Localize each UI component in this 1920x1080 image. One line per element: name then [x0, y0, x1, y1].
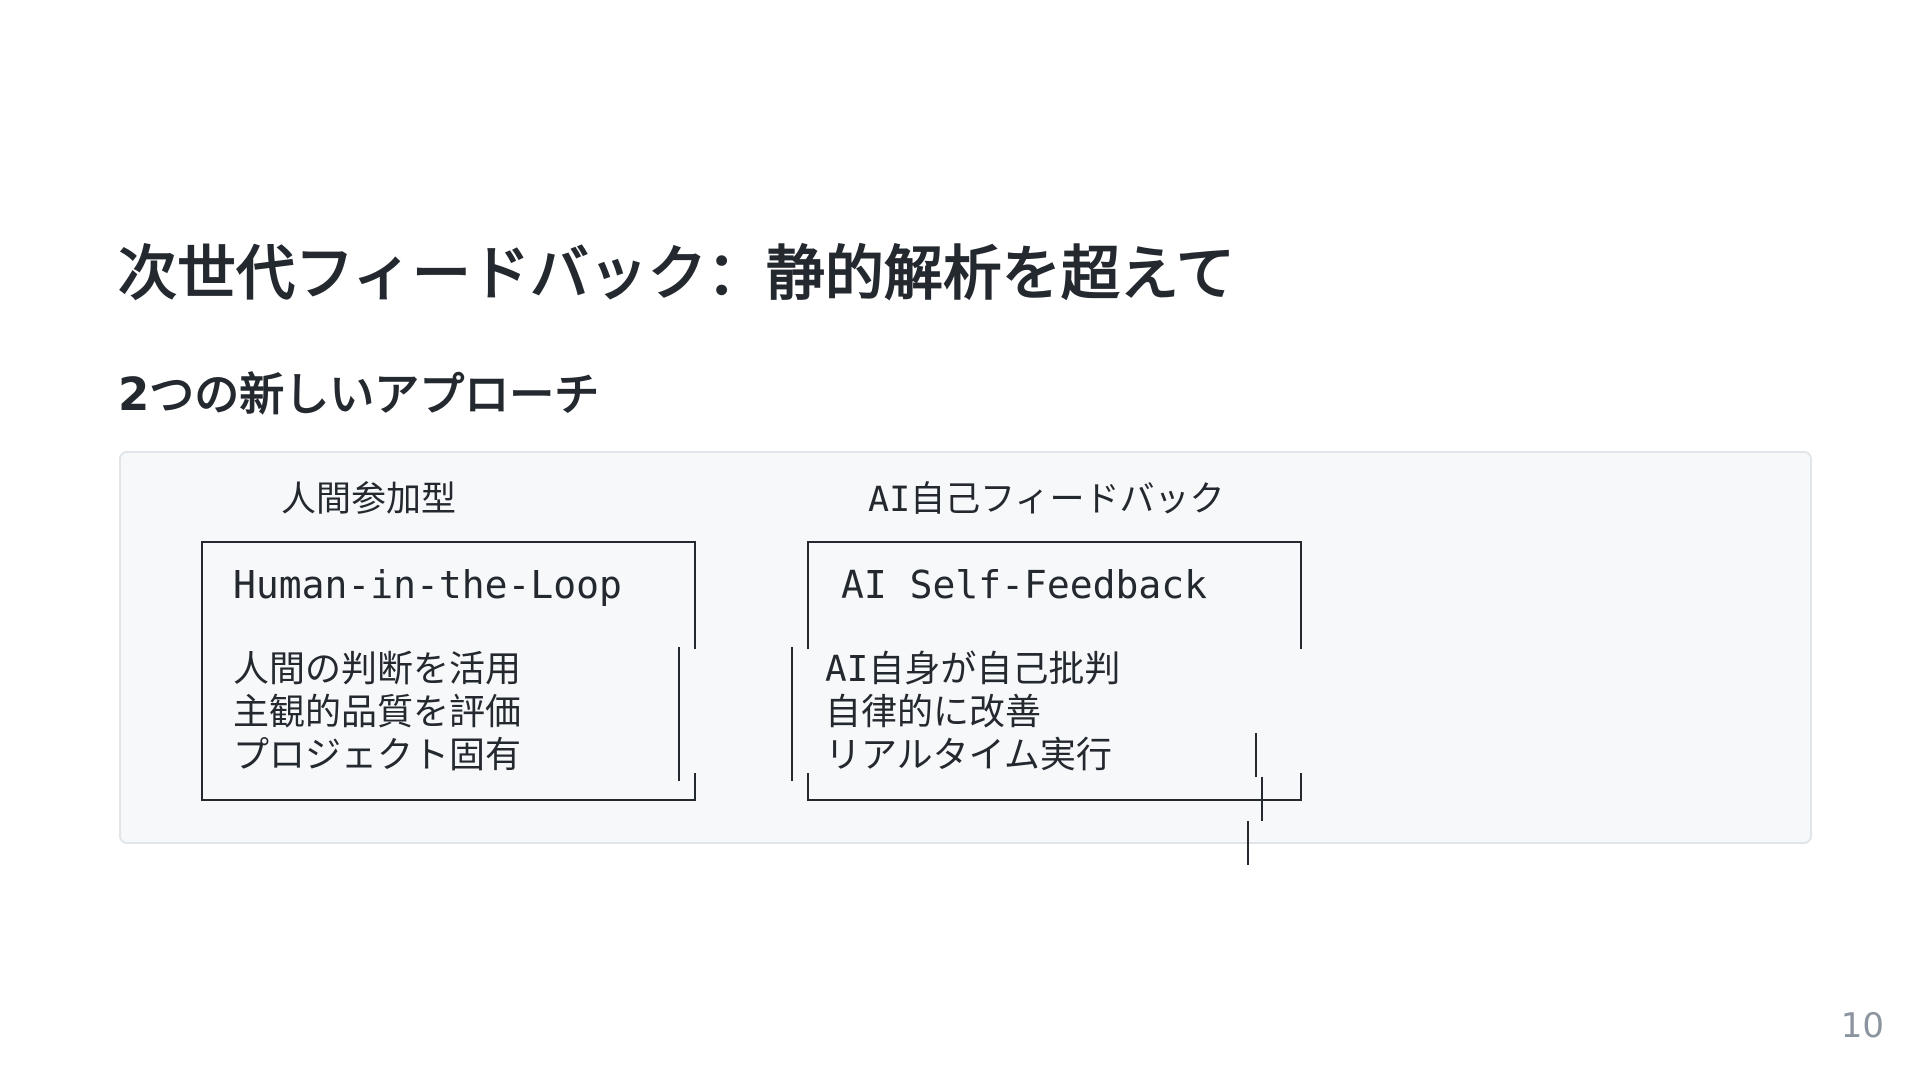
slide-subtitle: 2つの新しいアプローチ — [118, 368, 600, 421]
right-box-frame — [791, 541, 1302, 865]
diagram-code-block: 人間参加型 Human-in-the-Loop 人間の判断を活用 主観的品質を評… — [119, 451, 1812, 865]
left-box-line: 主観的品質を評価 — [233, 692, 522, 733]
right-box-line: リアルタイム実行 — [825, 735, 1112, 776]
left-box-frame — [201, 541, 696, 801]
left-box-title: Human-in-the-Loop — [233, 563, 622, 607]
left-box-line: プロジェクト固有 — [233, 735, 522, 776]
right-box-line: AI自身が自己批判 — [825, 649, 1121, 690]
right-box-line: 自律的に改善 — [825, 692, 1042, 733]
left-box-line: 人間の判断を活用 — [233, 649, 522, 690]
right-box-title: AI Self-Feedback — [841, 563, 1208, 607]
left-heading: 人間参加型 — [281, 480, 457, 520]
page-number: 10 — [1840, 1006, 1884, 1046]
slide-title: 次世代フィードバック：静的解析を超えて — [118, 239, 1235, 308]
right-heading: AI自己フィードバック — [868, 480, 1225, 520]
